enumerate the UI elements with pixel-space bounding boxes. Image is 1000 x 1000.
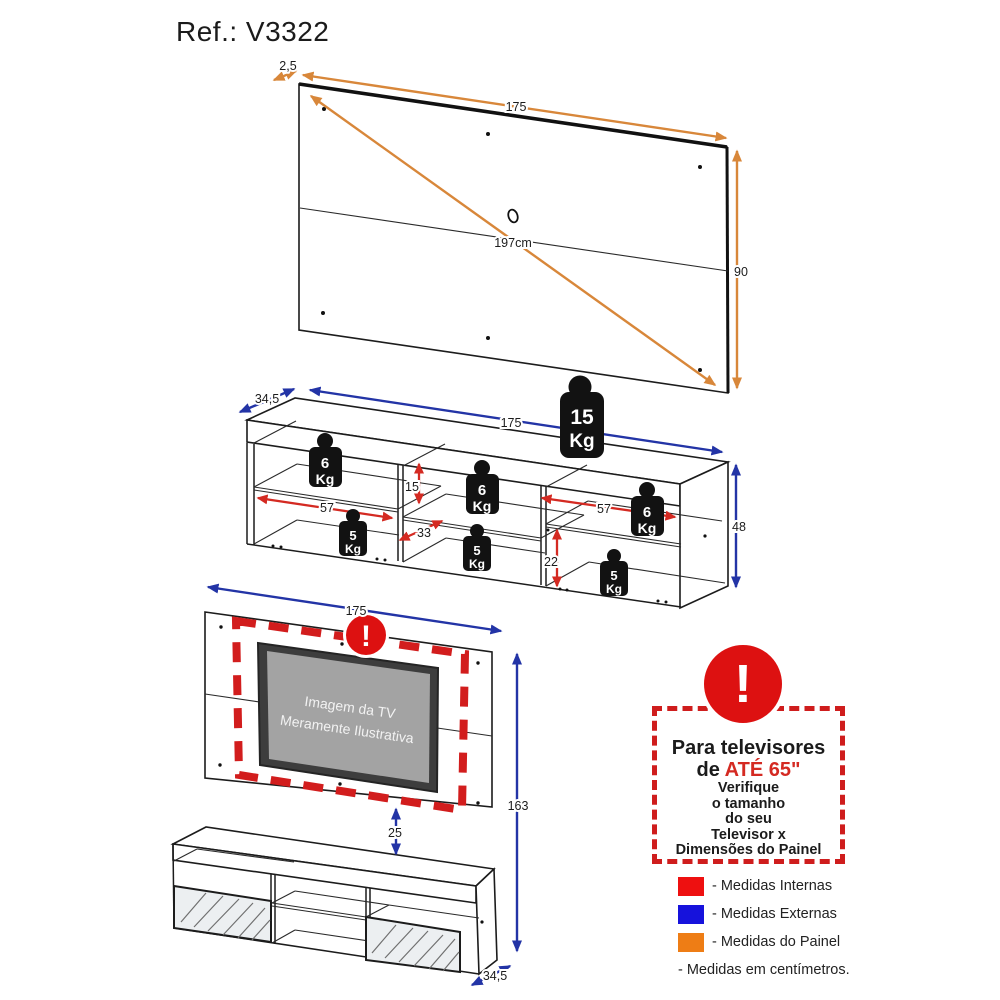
svg-text:Kg: Kg (638, 520, 657, 536)
warning-box: Para televisores de ATÉ 65" Verifique o … (652, 706, 845, 864)
combo-rack-left-door (173, 884, 272, 944)
legend-row-painel: - Medidas do Painel (678, 932, 850, 952)
svg-text:15: 15 (570, 406, 594, 429)
rack-middle-depth-label: 33 (417, 526, 431, 540)
combo-width-label: 175 (346, 604, 367, 618)
warning-tv-size: ATÉ 65" (724, 759, 801, 781)
warning-line1: Para televisores (671, 737, 826, 759)
weight-icon-15kg: 15 Kg (560, 375, 604, 458)
legend: - Medidas Internas - Medidas Externas - … (678, 876, 850, 978)
svg-text:!: ! (361, 620, 371, 653)
rack-front-dots (271, 528, 668, 604)
legend-label-internas: - Medidas Internas (712, 878, 833, 894)
warning-line3: Verifique (717, 780, 780, 796)
rack-external-arrows (238, 386, 741, 589)
warning-line4: o tamanho (711, 795, 786, 812)
legend-row-internas: - Medidas Internas (678, 876, 850, 896)
warning-line2: de ATÉ 65" (696, 759, 801, 781)
rack-left-width-label: 57 (320, 501, 334, 515)
combo-gap-label: 25 (388, 826, 402, 840)
svg-text:Kg: Kg (469, 557, 485, 571)
svg-text:Kg: Kg (316, 471, 335, 487)
warning-line6: Televisor x (711, 826, 786, 843)
rack-drawing: 34,5 175 48 57 15 33 57 22 15 Kg 6 Kg 6 (238, 375, 748, 610)
svg-text:6: 6 (643, 504, 651, 521)
warning-line5: do seu (725, 811, 772, 827)
legend-label-painel: - Medidas do Painel (712, 934, 841, 950)
tv-screen (267, 651, 430, 783)
combo-drawing: Imagem da TV Meramente Ilustrativa ! (170, 583, 530, 987)
combo-rack-interior (173, 848, 480, 945)
legend-note: - Medidas em centímetros. (678, 962, 850, 978)
page-title: Ref.: V3322 (176, 16, 330, 47)
warning-exclamation-icon: ! (700, 641, 786, 727)
weight-icon-5kg-left: 5 Kg (339, 509, 367, 556)
rack-lower-height-label: 22 (544, 555, 558, 569)
svg-text:6: 6 (321, 455, 329, 472)
svg-text:5: 5 (473, 543, 480, 558)
combo-height-label: 163 (508, 799, 529, 813)
rack-right-width-label: 57 (597, 502, 611, 516)
panel-height-label: 90 (734, 265, 748, 279)
rack-depth-label: 34,5 (255, 392, 279, 406)
svg-text:5: 5 (610, 568, 617, 583)
svg-text:Kg: Kg (345, 542, 361, 556)
weight-icon-6kg-middle: 6 Kg (466, 460, 499, 514)
svg-text:5: 5 (349, 528, 356, 543)
rack-shelf-height-label: 15 (405, 480, 419, 494)
weight-icon-5kg-right: 5 Kg (600, 549, 628, 596)
weight-icon-6kg-left: 6 Kg (309, 433, 342, 487)
panel-diagonal-label: 197cm (494, 236, 532, 250)
rack-width-label: 175 (501, 416, 522, 430)
legend-color-internas (678, 876, 704, 896)
legend-row-externas: - Medidas Externas (678, 904, 850, 924)
svg-text:6: 6 (478, 482, 486, 499)
tv-warning-icon: ! (343, 612, 389, 658)
legend-color-painel (678, 932, 704, 952)
panel-dimension-arrows (272, 69, 742, 390)
legend-color-externas (678, 904, 704, 924)
panel-thickness-label: 2,5 (279, 59, 296, 73)
combo-arrows (206, 583, 522, 987)
svg-text:Kg: Kg (606, 582, 622, 596)
legend-label-externas: - Medidas Externas (712, 906, 837, 922)
combo-depth-label: 34,5 (483, 969, 507, 983)
svg-text:Kg: Kg (473, 498, 492, 514)
combo-rack-side-face (475, 867, 498, 976)
tv-max-area-dashed (231, 616, 470, 815)
panel-width-label: 175 (506, 100, 527, 114)
svg-text:Kg: Kg (569, 431, 594, 452)
weight-icon-6kg-right: 6 Kg (631, 482, 664, 536)
weight-icon-5kg-middle: 5 Kg (463, 524, 491, 571)
warning-line7: Dimensões do Painel (675, 842, 822, 858)
combo-rack-right-door (365, 915, 461, 974)
panel-drawing: 2,5 175 90 197cm (272, 57, 750, 394)
rack-height-label: 48 (732, 520, 746, 534)
